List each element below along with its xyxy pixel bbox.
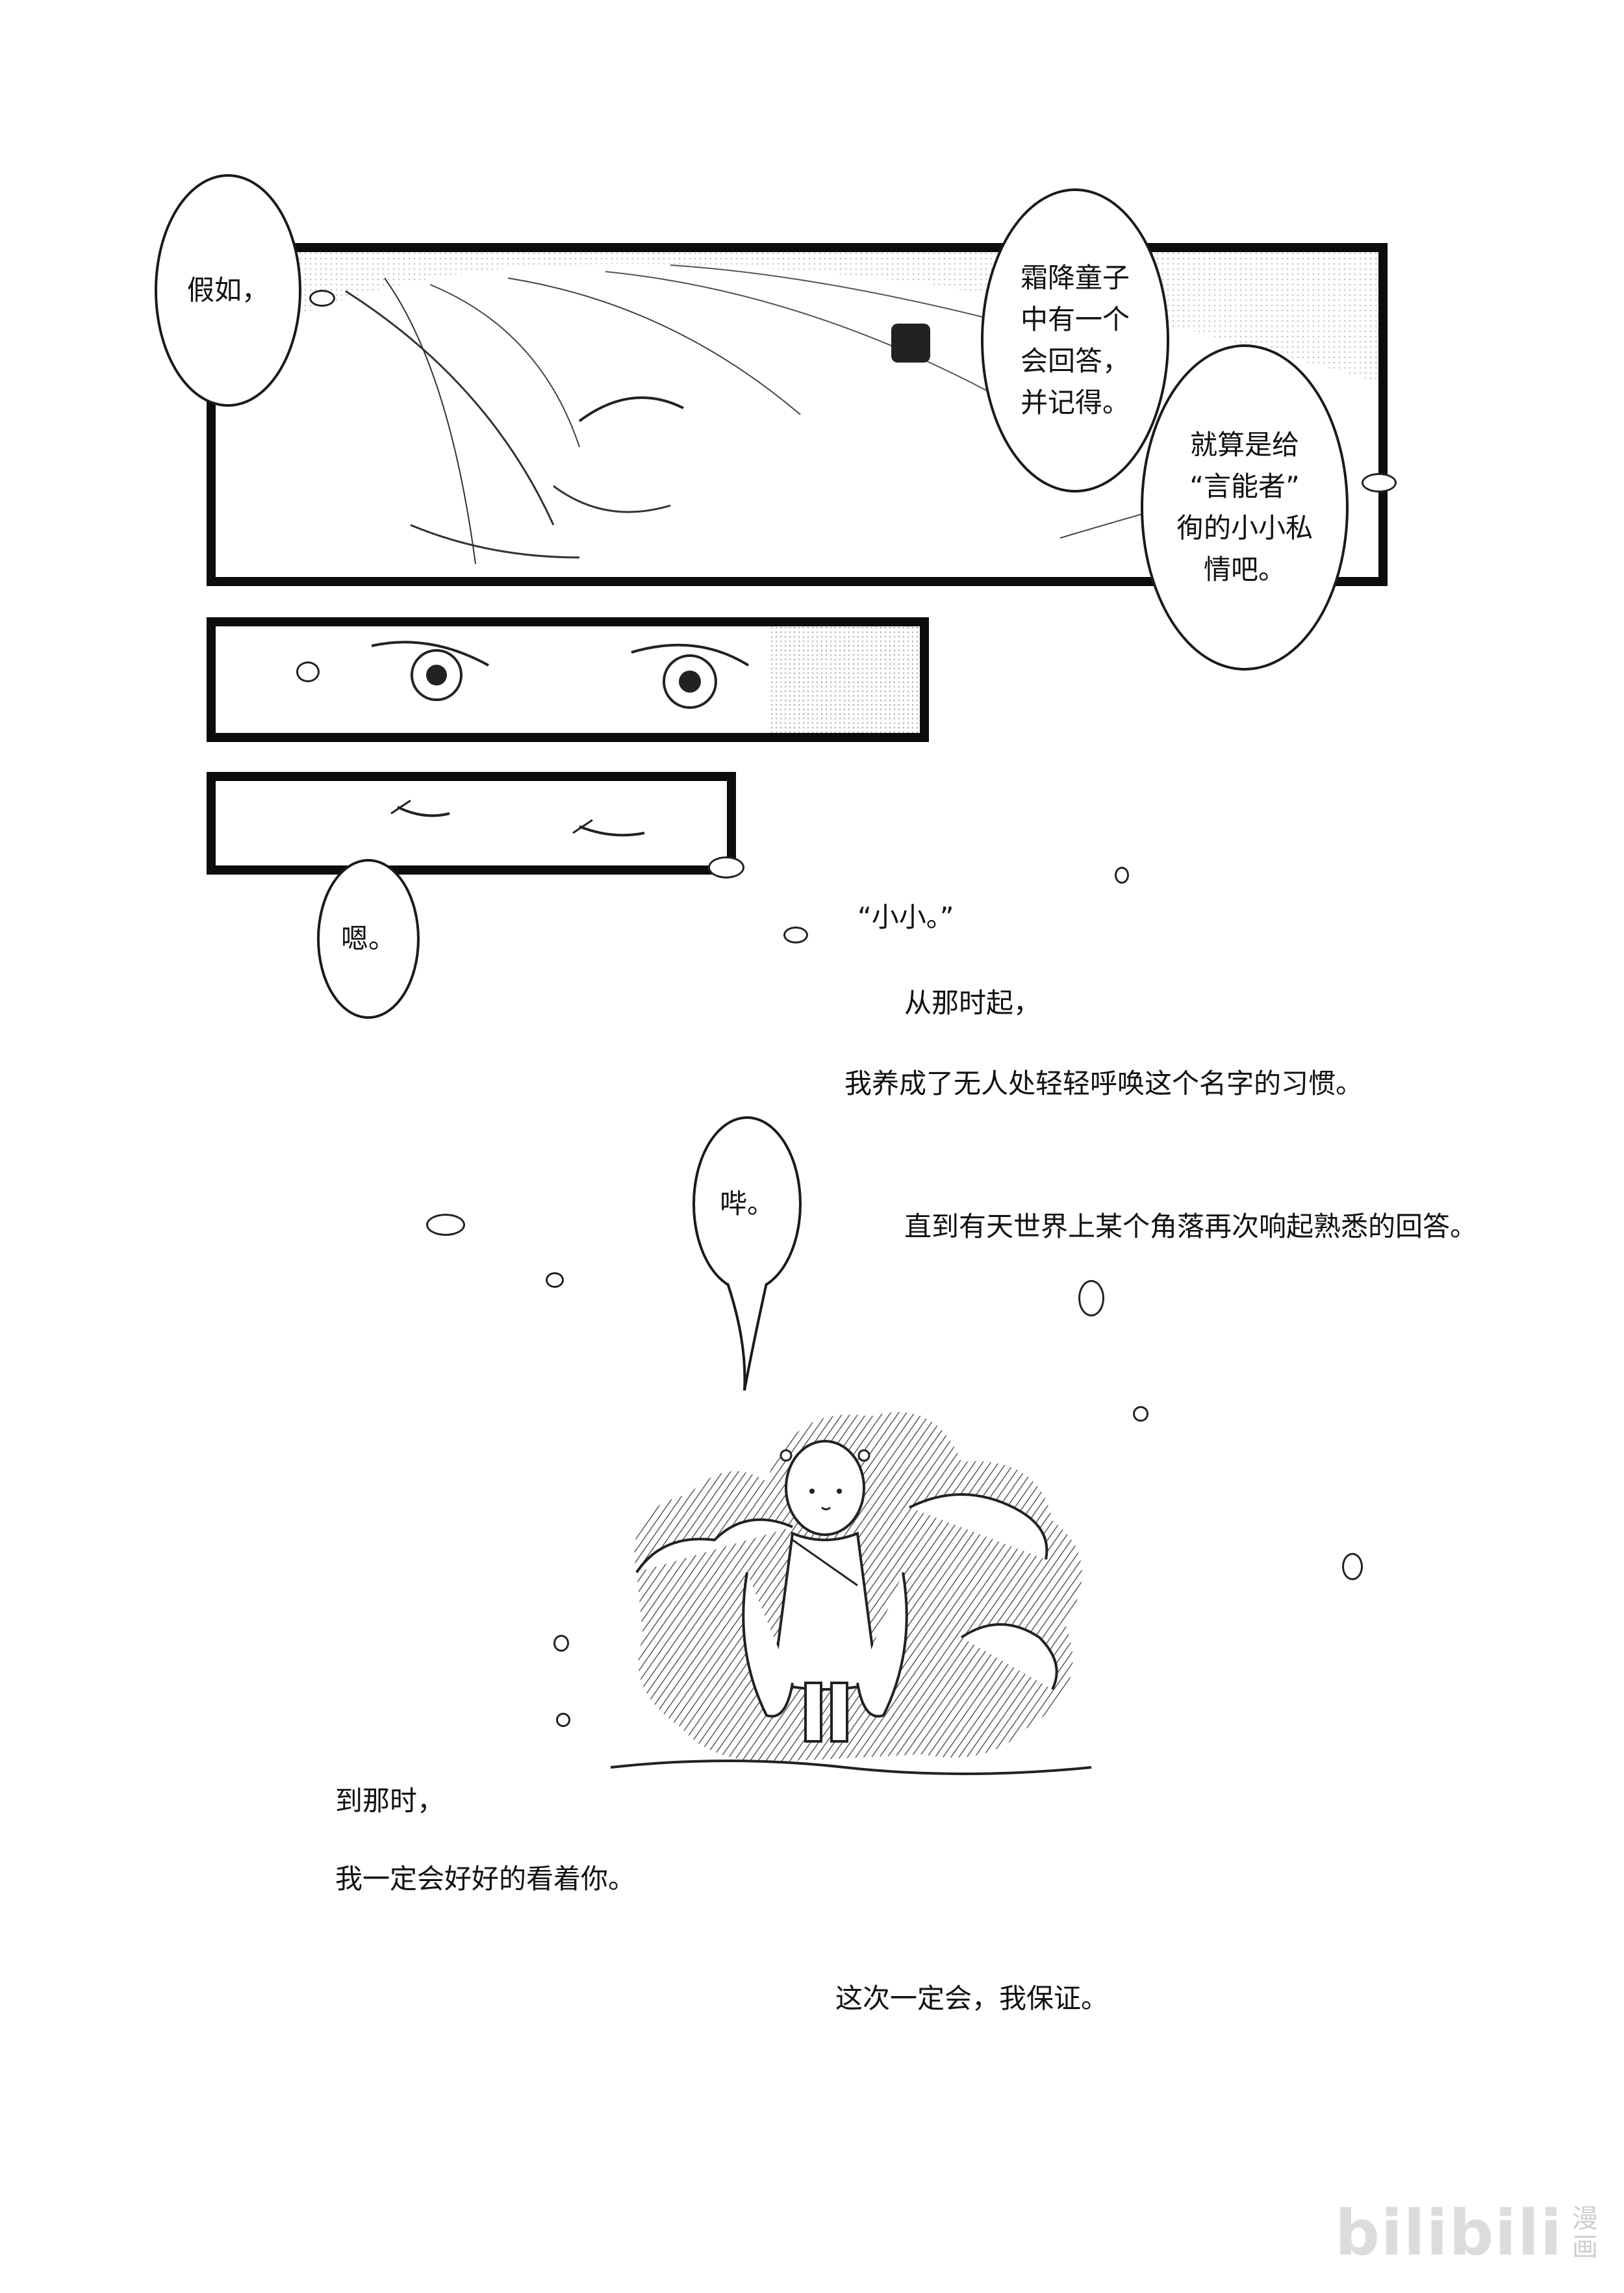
bubble-text-shuangjiang: 霜降童子 中有一个 会回答， 并记得。 [1020, 262, 1130, 418]
snowflake [426, 1214, 465, 1236]
snowflake [296, 661, 320, 682]
watermark-label-bottom: 画 [1572, 2233, 1598, 2262]
narration-congnashi: 从那时起， [904, 987, 1041, 1019]
bubble-tail-bi [726, 1283, 768, 1391]
snowflake [1133, 1406, 1148, 1422]
panel-eyes [207, 617, 929, 742]
speech-bubble-en: 嗯。 [317, 859, 420, 1019]
snowflake [309, 290, 335, 307]
snowflake [546, 1272, 564, 1288]
bubble-text-jiaru: 假如， [186, 274, 269, 306]
snowflake [1342, 1553, 1363, 1580]
snowflake [1078, 1280, 1104, 1316]
narration-zheci: 这次一定会，我保证。 [835, 1982, 1109, 2014]
snowflake [1115, 867, 1129, 884]
narration-xiaoxiao: “小小。” [857, 901, 954, 933]
bilibili-manhua-watermark: bilibili 漫 画 [1335, 2197, 1598, 2270]
watermark-label-top: 漫 [1572, 2204, 1598, 2234]
snowflake [556, 1713, 570, 1727]
snowflake [783, 927, 808, 943]
speech-bubble-jiusuan: 就算是给 “言能者” 徇的小小私 情吧。 [1141, 344, 1349, 671]
narration-woyangcheng: 我养成了无人处轻轻呼唤这个名字的习惯。 [844, 1068, 1364, 1099]
bubble-text-bi: 哔。 [719, 1188, 774, 1220]
bubble-text-jiusuan: 就算是给 “言能者” 徇的小小私 情吧。 [1176, 429, 1313, 585]
watermark-brand: bilibili [1335, 2197, 1563, 2270]
eyes-lineart [371, 626, 920, 733]
bubble-text-en: 嗯。 [340, 923, 396, 954]
closed-eyes-lineart [390, 799, 645, 837]
watermark-label: 漫 画 [1572, 2205, 1598, 2262]
speech-bubble-jiaru: 假如， [155, 174, 301, 407]
speech-bubble-bi: 哔。 [692, 1116, 802, 1292]
narration-zhidao: 直到有天世界上某个角落再次响起熟悉的回答。 [904, 1211, 1478, 1242]
snowflake [708, 856, 744, 878]
speech-bubble-shuangjiang: 霜降童子 中有一个 会回答， 并记得。 [981, 188, 1169, 493]
narration-woyiding: 我一定会好好的看着你。 [335, 1863, 636, 1895]
snowflake [1362, 473, 1397, 493]
snowflake [553, 1635, 569, 1652]
panel-closed-eyes [207, 772, 736, 875]
narration-daonashi: 到那时， [335, 1785, 445, 1817]
child-in-snow-illustration [610, 1412, 1092, 1775]
